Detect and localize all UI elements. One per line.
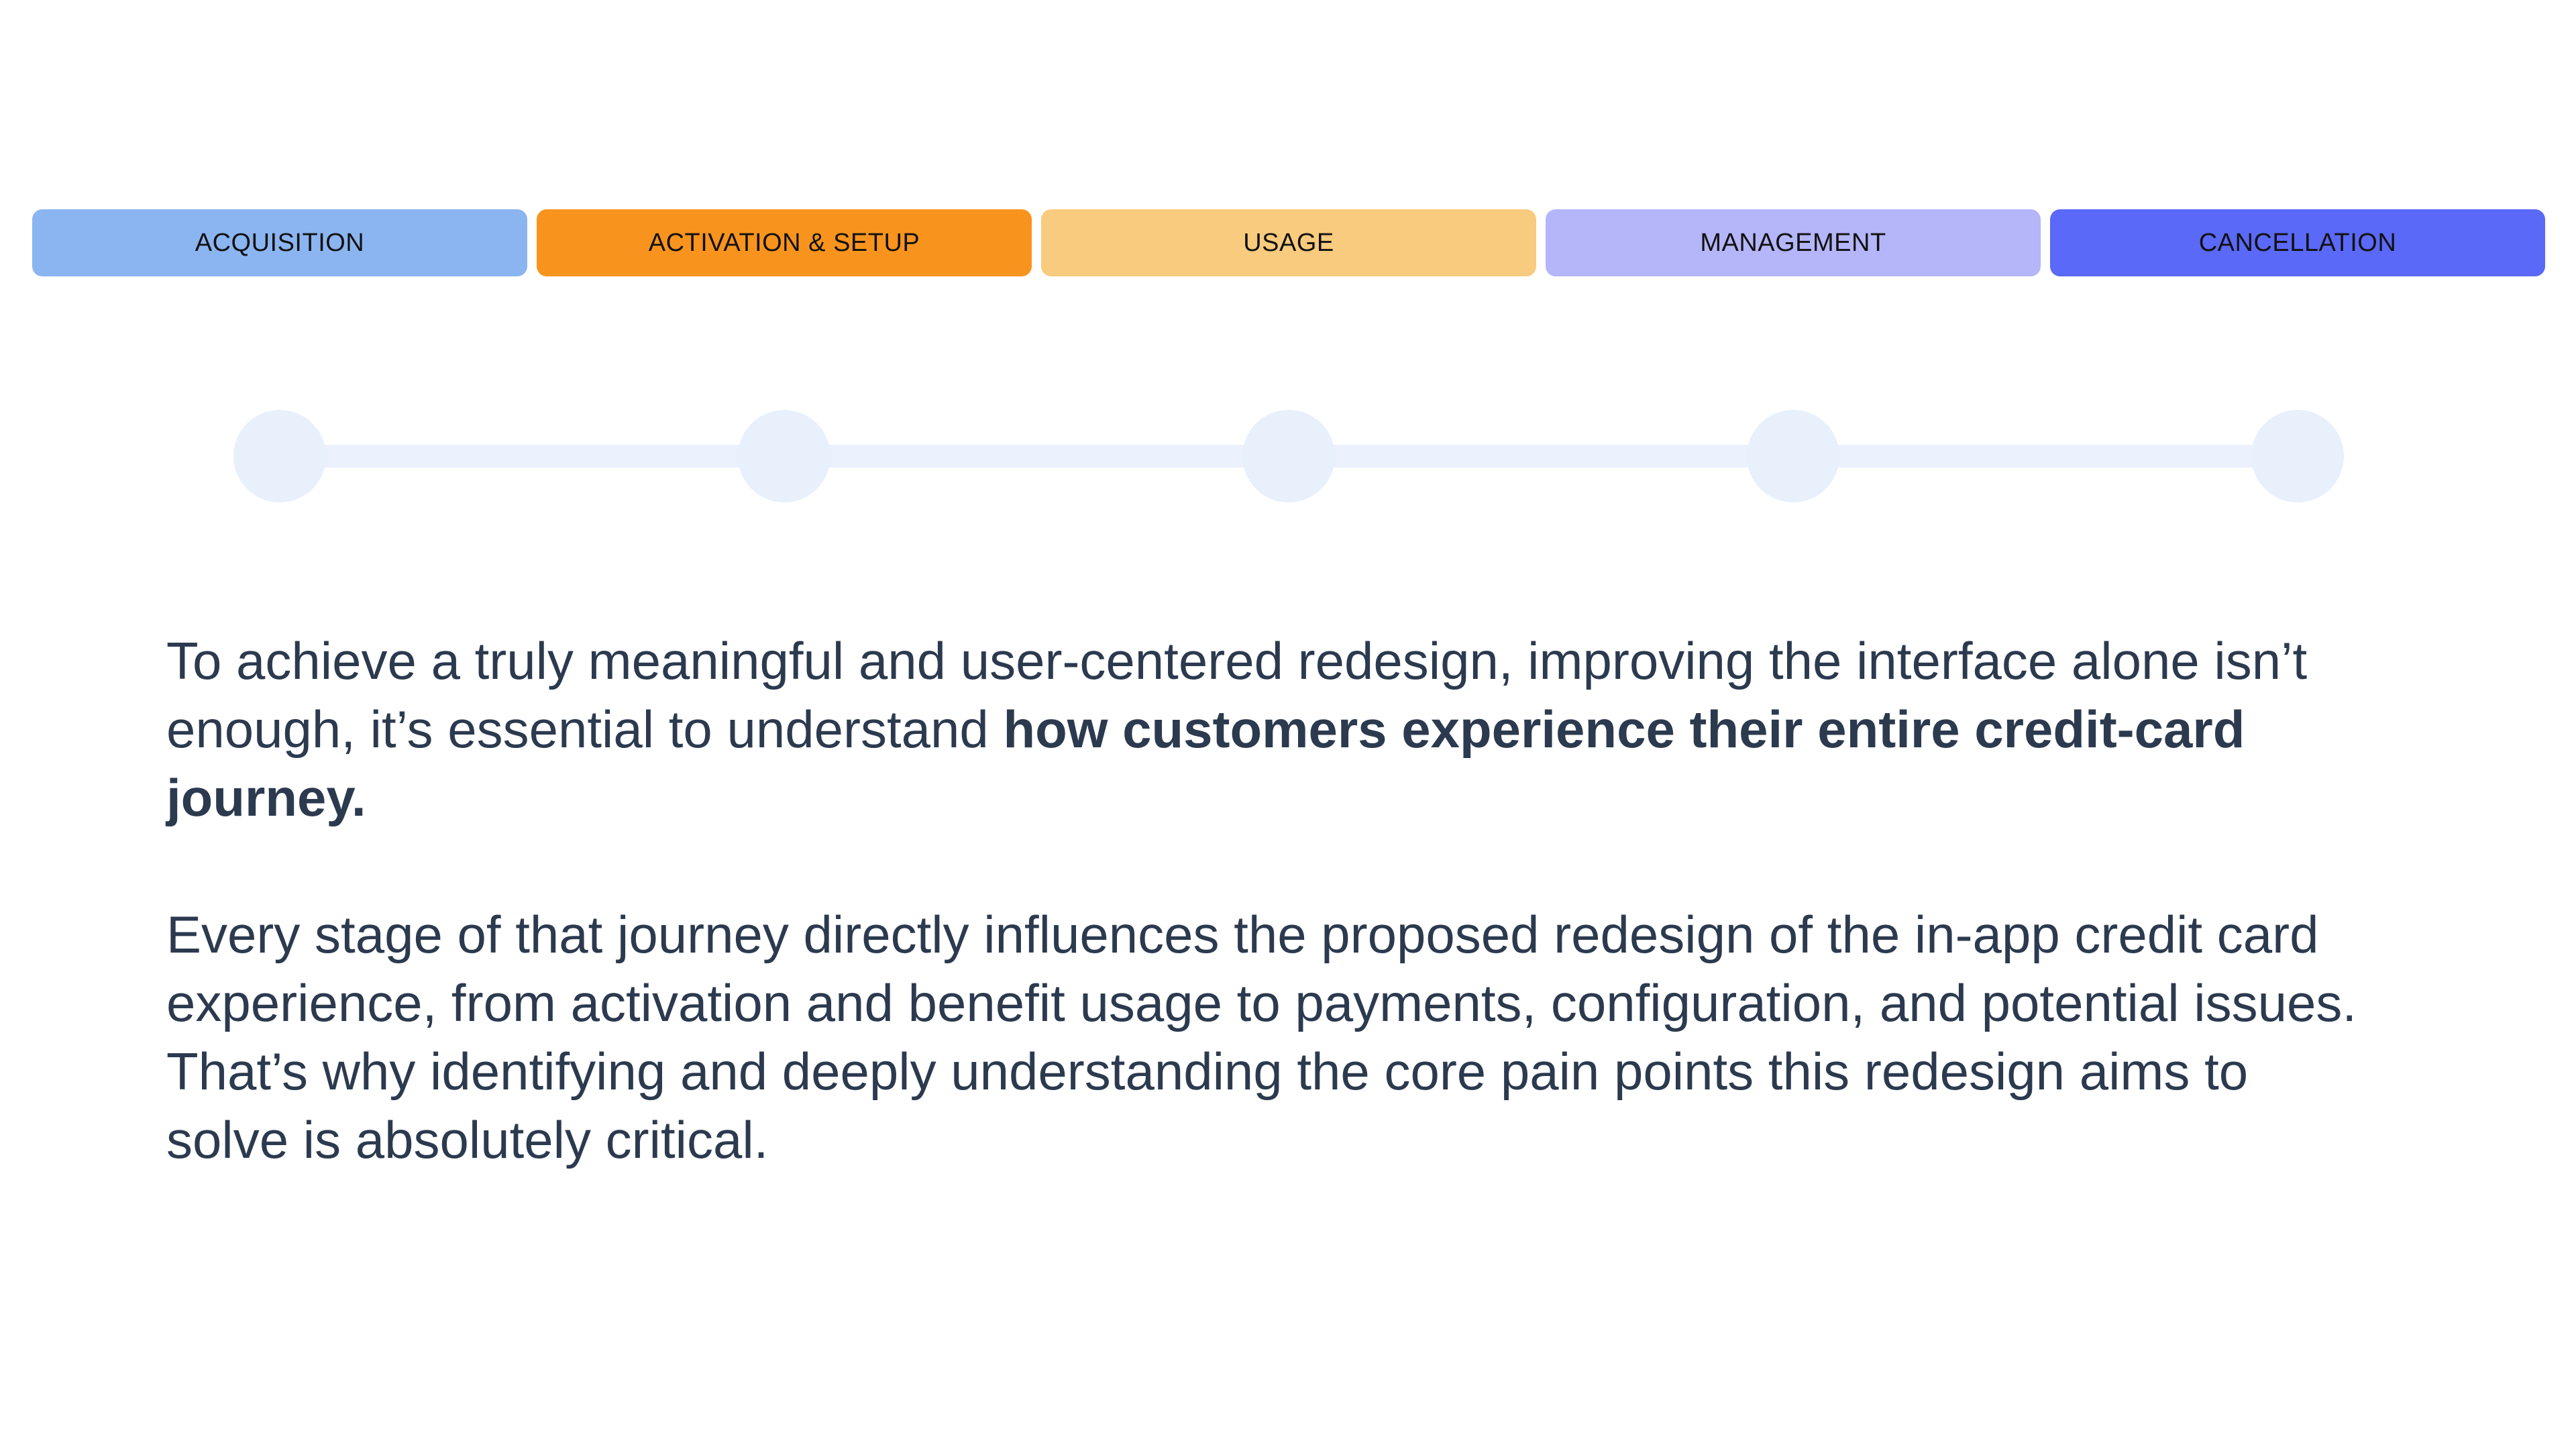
paragraph-intro-line-3-bold: journey. [166, 768, 366, 827]
journey-timeline [0, 410, 2576, 502]
timeline-node-5 [2251, 410, 2344, 502]
paragraph-intro-line-1: To achieve a truly meaningful and user-c… [166, 631, 2308, 690]
timeline-node-3 [1242, 410, 1335, 502]
paragraph-journey-line-1: Every stage of that journey directly inf… [166, 905, 2319, 964]
paragraph-intro: To achieve a truly meaningful and user-c… [166, 627, 2555, 832]
tab-usage[interactable]: USAGE [1041, 209, 1536, 276]
timeline-node-1 [233, 410, 326, 502]
tab-activation-setup[interactable]: ACTIVATION & SETUP [537, 209, 1032, 276]
tab-acquisition[interactable]: ACQUISITION [32, 209, 527, 276]
paragraph-journey-line-4: solve is absolutely critical. [166, 1110, 769, 1169]
tab-management[interactable]: MANAGEMENT [1546, 209, 2041, 276]
paragraph-journey-line-2: experience, from activation and benefit … [166, 973, 2357, 1032]
timeline-node-4 [1747, 410, 1839, 502]
paragraph-journey: Every stage of that journey directly inf… [166, 900, 2555, 1174]
paragraph-intro-line-2-regular: enough, it’s essential to understand [166, 700, 1004, 759]
journey-stage-tabs: ACQUISITION ACTIVATION & SETUP USAGE MAN… [32, 209, 2545, 276]
paragraph-journey-line-3: That’s why identifying and deeply unders… [166, 1042, 2249, 1101]
body-text: To achieve a truly meaningful and user-c… [166, 627, 2555, 1174]
paragraph-intro-line-2-bold: how customers experience their entire cr… [1003, 700, 2245, 759]
timeline-node-2 [738, 410, 830, 502]
tab-cancellation[interactable]: CANCELLATION [2050, 209, 2545, 276]
